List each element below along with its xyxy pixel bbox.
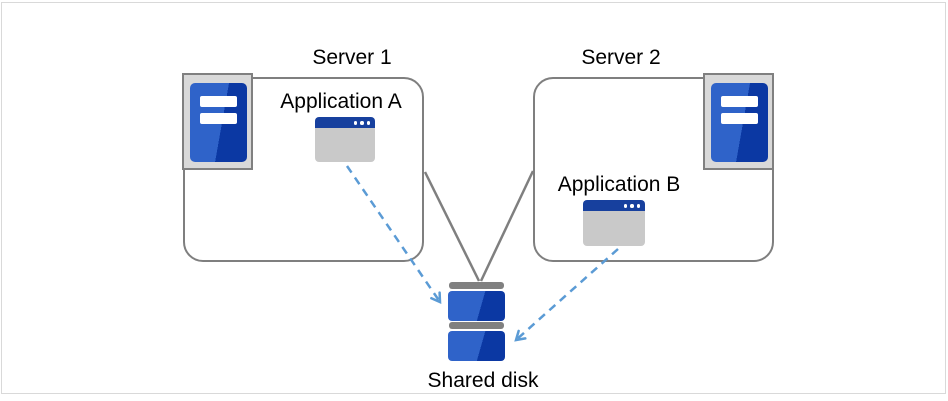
disk-top-bar xyxy=(449,322,504,329)
server1-tower-icon xyxy=(182,73,253,170)
window-dots-icon xyxy=(351,121,370,125)
window-body xyxy=(315,128,375,162)
disk-top-bar xyxy=(449,282,504,289)
disk-stack-icon xyxy=(448,281,505,361)
shared-disk-label: Shared disk xyxy=(427,369,539,392)
tower-slot xyxy=(721,96,758,107)
server2-tower-icon xyxy=(703,73,774,170)
window-dots-icon xyxy=(621,204,640,208)
window-titlebar xyxy=(315,117,375,128)
server2-label: Server 2 xyxy=(581,46,661,69)
disk-unit xyxy=(448,331,505,361)
tower-slot xyxy=(200,113,237,124)
tower-slot xyxy=(721,113,758,124)
appA-label: Application A xyxy=(280,90,402,113)
window-body xyxy=(583,211,645,246)
tower-slot xyxy=(200,96,237,107)
canvas-border xyxy=(1,2,946,394)
window-titlebar xyxy=(583,200,645,211)
application-window-icon xyxy=(315,117,375,162)
server-tower-icon xyxy=(190,83,247,162)
server-tower-icon xyxy=(711,83,768,162)
application-window-icon xyxy=(583,200,645,246)
appB-label: Application B xyxy=(557,173,681,196)
disk-unit xyxy=(448,291,505,321)
server1-label: Server 1 xyxy=(312,46,392,69)
